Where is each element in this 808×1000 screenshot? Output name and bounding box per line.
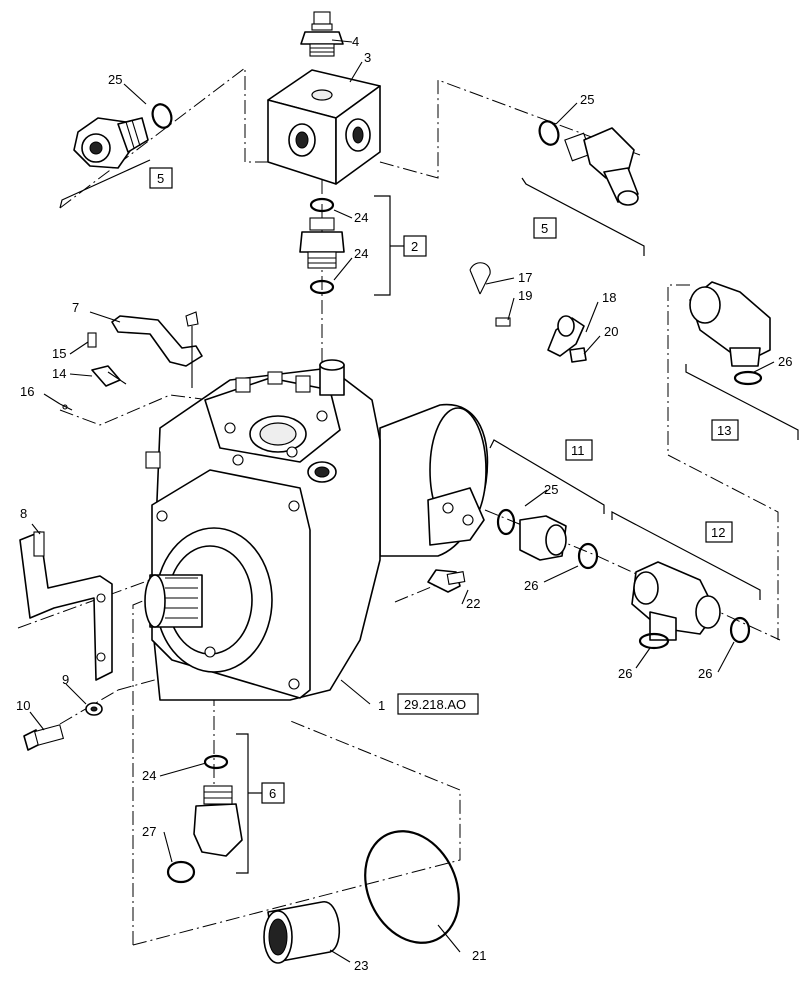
clip-parts	[469, 262, 587, 363]
bolt-22	[427, 569, 466, 593]
callout-15: 15	[52, 346, 66, 361]
tee-block-3	[267, 69, 381, 185]
callout-8: 8	[20, 506, 27, 521]
nipple-fitting-4	[300, 11, 344, 57]
callout-26-middle: 26	[524, 578, 538, 593]
adapter-kit-2	[299, 197, 345, 295]
callout-26-tee-right: 26	[698, 666, 712, 681]
callout-25-left: 25	[108, 72, 122, 87]
callout-7: 7	[72, 300, 79, 315]
kit-label-12: 12	[711, 525, 725, 540]
kit-label-11: 11	[571, 443, 585, 458]
callout-25-right: 25	[580, 92, 594, 107]
fitting-kit-12	[631, 561, 751, 650]
callout-21: 21	[472, 948, 486, 963]
kit-label-13: 13	[717, 423, 731, 438]
callout-18: 18	[602, 290, 616, 305]
callout-27: 27	[142, 824, 156, 839]
callout-9: 9	[62, 672, 69, 687]
callout-3: 3	[364, 50, 371, 65]
pump-body-1	[144, 359, 489, 701]
callout-17: 17	[518, 270, 532, 285]
callout-24-lower: 24	[354, 246, 368, 261]
straight-fitting-left	[73, 103, 173, 169]
kit-label-5-right: 5	[541, 221, 548, 236]
callout-23: 23	[354, 958, 368, 973]
leader-lines	[29, 39, 775, 963]
callout-1: 1	[378, 698, 385, 713]
callout-25-middle: 25	[544, 482, 558, 497]
callout-26-tee-bottom: 26	[618, 666, 632, 681]
elbow-fitting-right	[538, 120, 639, 206]
large-elbow-13	[689, 281, 771, 386]
kit-labels: 2 5 5 6 11 12 13 29.218.AO	[149, 167, 739, 804]
kit-label-2: 2	[411, 239, 418, 254]
kit-label-5-left: 5	[157, 171, 164, 186]
callout-19: 19	[518, 288, 532, 303]
callout-14: 14	[52, 366, 66, 381]
bracket-7-assembly	[59, 311, 203, 411]
reference-label: 29.218.AO	[404, 697, 466, 712]
bracket-8	[19, 531, 113, 681]
callout-24-upper: 24	[354, 210, 368, 225]
large-oring-21	[364, 830, 460, 944]
callout-22: 22	[466, 596, 480, 611]
callout-labels: 25 4 3 25 24 24 17 19 18 20 26 7 15 14 1…	[16, 34, 792, 973]
fitting-kit-11	[496, 508, 599, 570]
callout-10: 10	[16, 698, 30, 713]
callout-26-top: 26	[778, 354, 792, 369]
callout-20: 20	[604, 324, 618, 339]
callout-16: 16	[20, 384, 34, 399]
kit-brackets	[59, 159, 799, 874]
kit-label-6: 6	[269, 786, 276, 801]
bushing-23	[263, 901, 341, 964]
callout-4: 4	[352, 34, 359, 49]
fitting-kit-6	[166, 754, 243, 884]
callout-24-bottom: 24	[142, 768, 156, 783]
bolt-washer-9-10	[23, 702, 103, 751]
